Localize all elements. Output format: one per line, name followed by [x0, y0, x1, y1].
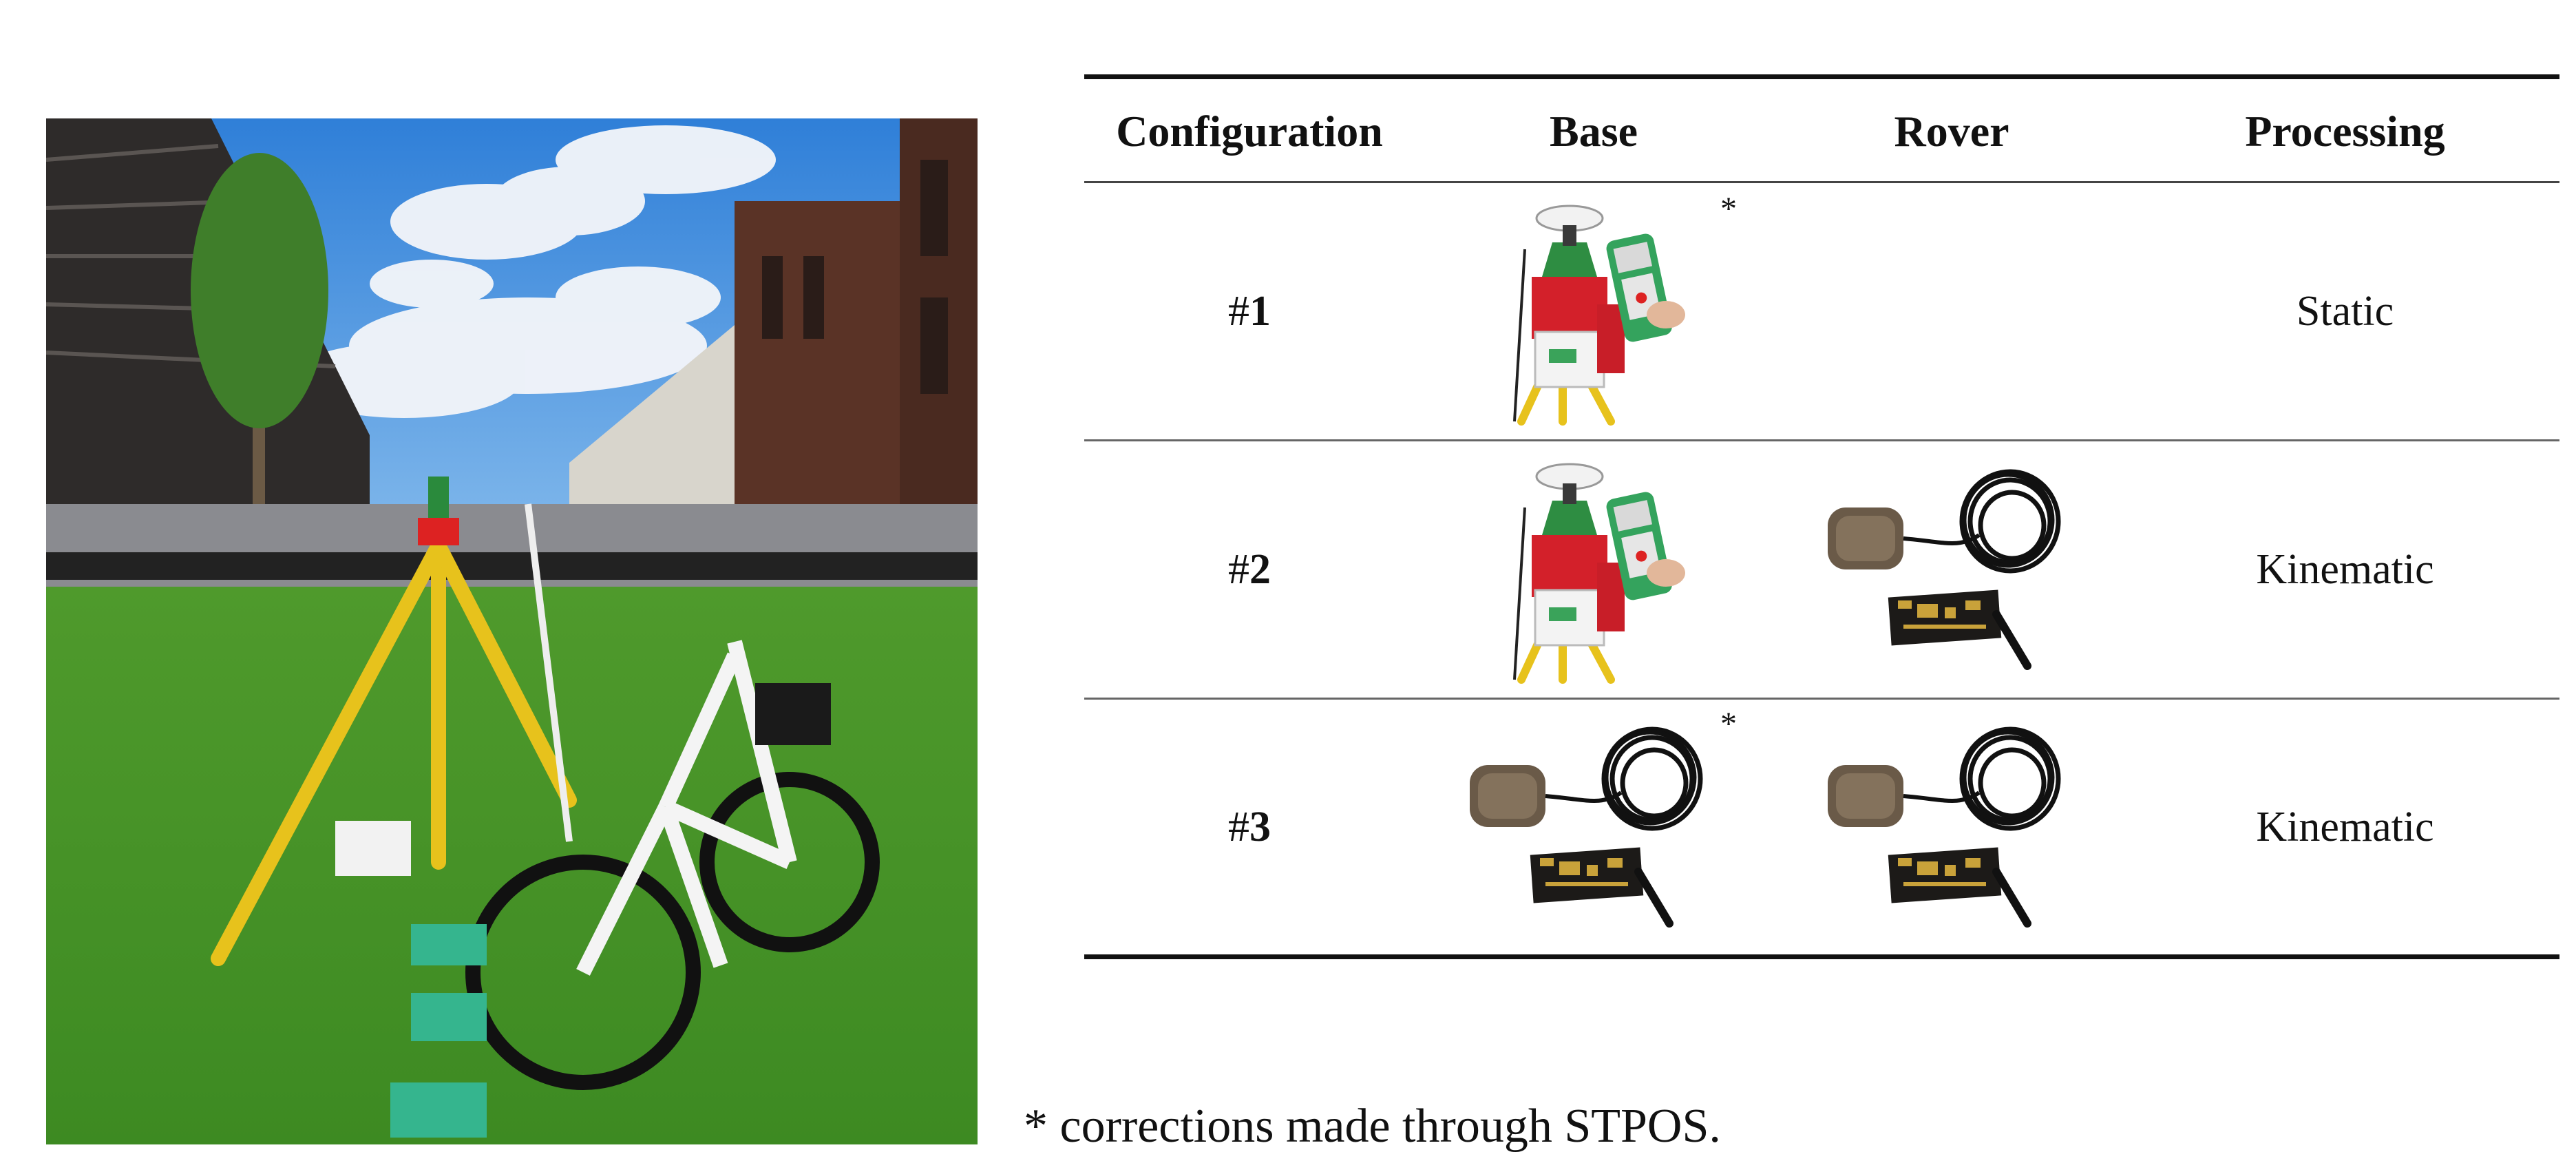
config-3-label: #3	[1084, 700, 1415, 954]
table-bottom-rule	[1084, 954, 2559, 959]
leica-base-station-icon	[1513, 205, 1685, 426]
config-hash: #	[1228, 803, 1249, 850]
config-hash: #	[1228, 287, 1249, 335]
leica-base-station-icon	[1513, 463, 1685, 684]
table-header-rule	[1084, 181, 2559, 183]
processing-3: Kinematic	[2256, 803, 2434, 850]
rover-cell-3	[1773, 700, 2131, 954]
rover-cell-1	[1773, 183, 2131, 439]
header-configuration: Configuration	[1116, 106, 1383, 156]
processing-2: Kinematic	[2256, 545, 2434, 593]
gnss-antenna-board-icon	[1828, 726, 2061, 928]
base-cell-3: *	[1415, 700, 1773, 954]
header-base: Base	[1550, 106, 1638, 156]
config-number: 3	[1249, 803, 1271, 850]
gnss-antenna-board-icon	[1470, 726, 1703, 928]
config-number: 2	[1249, 545, 1271, 593]
table-top-rule	[1084, 74, 2559, 79]
header-processing: Processing	[2245, 106, 2445, 156]
base-cell-1: *	[1415, 183, 1773, 439]
config-2-label: #2	[1084, 441, 1415, 698]
config-1-label: #1	[1084, 183, 1415, 439]
base-asterisk: *	[1720, 706, 1737, 742]
table-row-rule	[1084, 439, 2559, 441]
table-footnote: * corrections made through STPOS.	[1024, 1100, 1721, 1153]
processing-1: Static	[2296, 287, 2394, 335]
config-hash: #	[1228, 545, 1249, 593]
field-setup-photo	[46, 118, 978, 1144]
base-cell-2	[1415, 441, 1773, 698]
table-row-rule	[1084, 698, 2559, 700]
rover-cell-2	[1773, 441, 2131, 698]
header-rover: Rover	[1894, 106, 2009, 156]
gnss-antenna-board-icon	[1828, 469, 2061, 670]
config-number: 1	[1249, 287, 1271, 335]
field-setup-photo-icon	[46, 118, 978, 1144]
base-asterisk: *	[1720, 191, 1737, 227]
